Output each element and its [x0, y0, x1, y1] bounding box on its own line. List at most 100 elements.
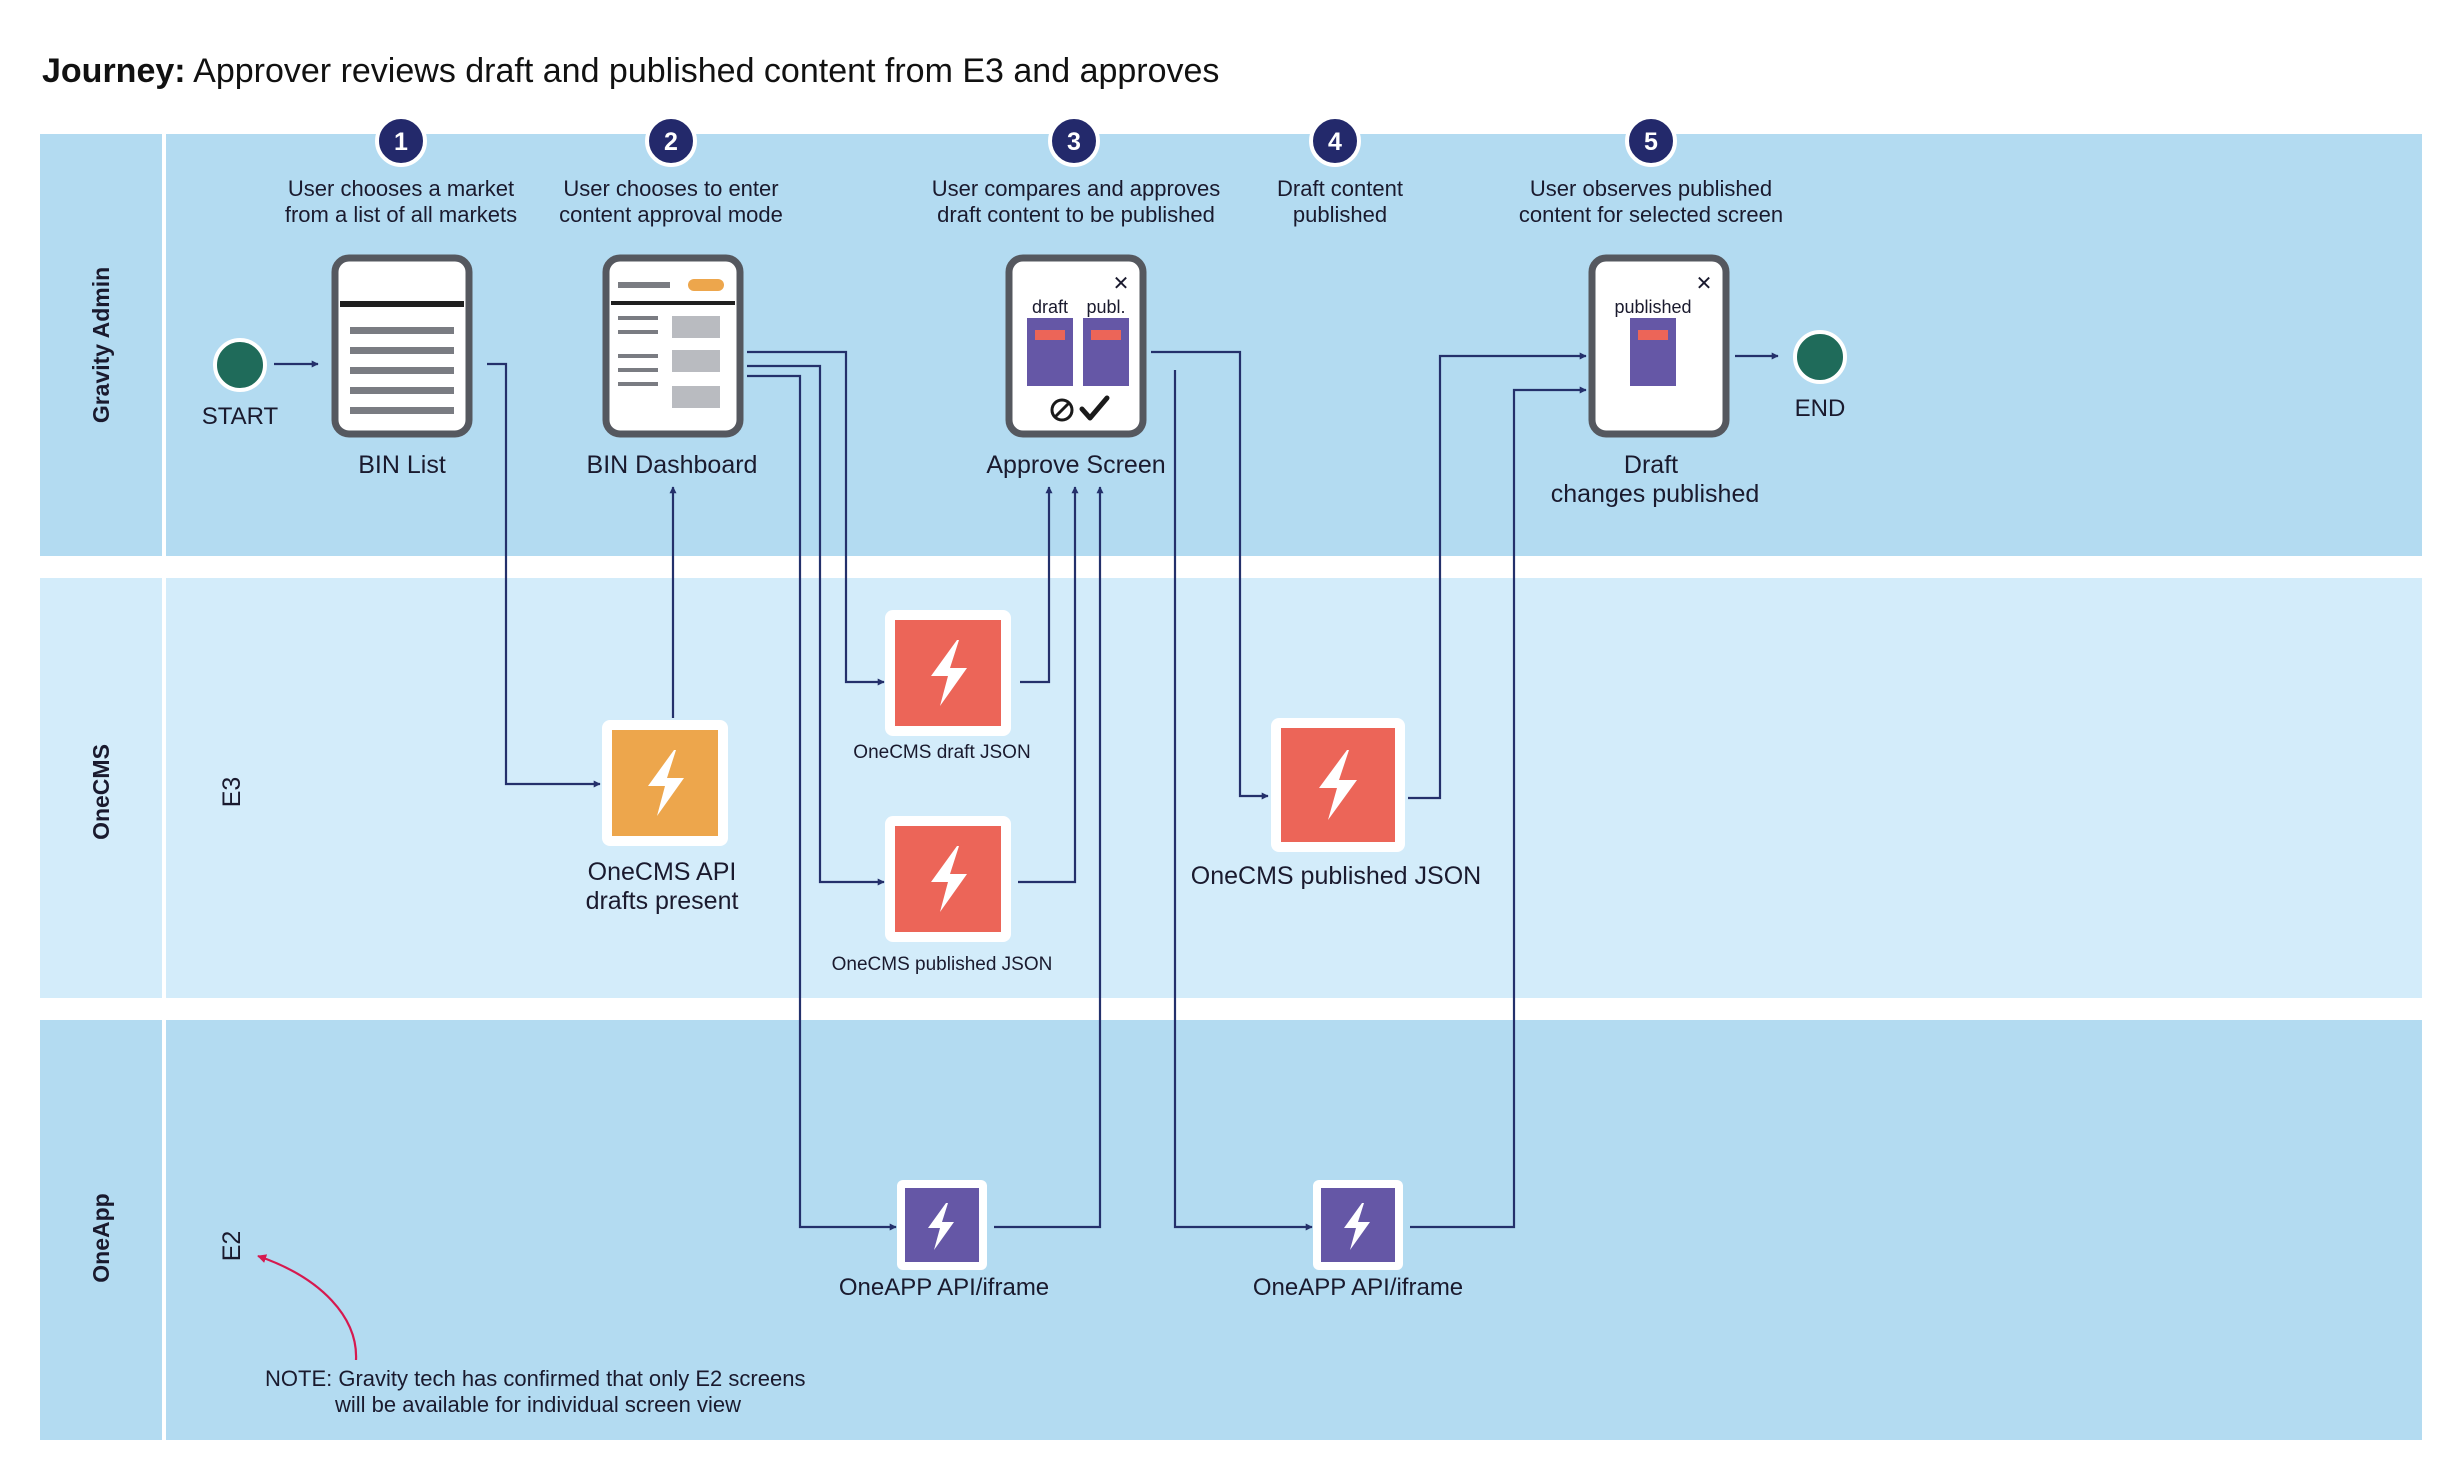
step-number: 4 [1328, 128, 1342, 156]
oneapp-api-1-label: OneAPP API/iframe [839, 1274, 1049, 1301]
approve-screen-label: Approve Screen [986, 451, 1165, 479]
step-circle [1625, 115, 1677, 167]
step-desc-line2: content for selected screen [1519, 202, 1783, 227]
page-title: Journey: Approver reviews draft and publ… [42, 52, 1219, 91]
published-screen-node[interactable]: ✕ published Draft changes published [1551, 254, 1760, 508]
flow-dashboard-to-published-json [747, 364, 885, 886]
published-json-small-label: OneCMS published JSON [832, 954, 1053, 975]
published-preview-highlight [1638, 330, 1668, 340]
api-drafts-node[interactable]: OneCMS API drafts present [586, 720, 739, 915]
flow-published-json-to-approve [1018, 486, 1079, 884]
list-line [350, 327, 454, 334]
start-node: START [202, 338, 279, 430]
dashboard-line [618, 354, 658, 358]
flow-approve-to-oneapp-2 [1173, 370, 1313, 1231]
list-line [350, 387, 454, 394]
lightning-icon [928, 1203, 954, 1250]
title-text: Approver reviews draft and published con… [193, 52, 1220, 90]
lane-label-oneapp: OneApp [88, 1193, 114, 1282]
flow-draft-json-to-approve [1020, 486, 1053, 684]
lightning-icon [648, 750, 684, 816]
lane-gravity-admin: Gravity Admin [40, 134, 2422, 556]
list-line [350, 407, 454, 414]
note-line2: will be available for individual screen … [334, 1392, 741, 1417]
lightning-icon [931, 640, 967, 706]
draft-preview-card [1027, 318, 1073, 386]
reject-icon[interactable] [1050, 398, 1074, 422]
published-preview-highlight [1091, 330, 1121, 340]
approve-screen-icon [1005, 254, 1147, 438]
step-1: 1 User chooses a market from a list of a… [285, 115, 517, 227]
lane-oneapp: OneApp E2 [40, 1020, 2422, 1440]
title-prefix: Journey: [42, 52, 186, 90]
approve-publ-label: publ. [1086, 297, 1125, 317]
dashboard-line [618, 382, 658, 386]
published-json-large-label: OneCMS published JSON [1191, 862, 1481, 890]
published-preview-card [1630, 318, 1676, 386]
step-circle [375, 115, 427, 167]
published-preview-card [1083, 318, 1129, 386]
step-desc-line2: content approval mode [559, 202, 783, 227]
step-circle [645, 115, 697, 167]
dashboard-block [672, 316, 720, 338]
bin-list-label: BIN List [358, 451, 446, 479]
dashboard-header-line [618, 282, 670, 288]
oneapp-api-1-node[interactable]: OneAPP API/iframe [839, 1180, 1049, 1301]
lane-label-onecms: OneCMS [88, 744, 114, 840]
dashboard-divider [611, 301, 735, 305]
approve-draft-label: draft [1032, 297, 1068, 317]
step-desc-line1: User chooses a market [288, 176, 514, 201]
published-close-icon[interactable]: ✕ [1696, 273, 1713, 295]
lane-header-gravity-admin [40, 134, 162, 556]
step-desc-line2: draft content to be published [937, 202, 1215, 227]
note-line1: NOTE: Gravity tech has confirmed that on… [265, 1366, 805, 1391]
lightning-icon [931, 846, 967, 912]
dashboard-block [672, 386, 720, 408]
bin-dashboard-node[interactable]: BIN Dashboard [587, 254, 758, 479]
step-2: 2 User chooses to enter content approval… [559, 115, 783, 227]
step-4: 4 Draft content published [1277, 115, 1403, 227]
published-screen-label: published [1614, 297, 1691, 317]
api-drafts-label-line1: OneCMS API [588, 858, 737, 886]
list-line [350, 367, 454, 374]
approve-check-icon[interactable] [1079, 395, 1110, 421]
dashboard-line [618, 316, 658, 320]
flow-published-json-to-final [1408, 352, 1587, 800]
end-node: END [1793, 330, 1847, 422]
step-number: 2 [664, 128, 678, 156]
published-json-small-node[interactable]: OneCMS published JSON [832, 816, 1053, 975]
step-desc-line2: from a list of all markets [285, 202, 517, 227]
lane-onecms: OneCMS E3 [40, 578, 2422, 998]
flow-oneapp-1-to-approve [994, 486, 1104, 1229]
bin-dashboard-label: BIN Dashboard [587, 451, 758, 479]
dashboard-line [618, 368, 658, 372]
step-desc-line1: User chooses to enter [563, 176, 778, 201]
list-line [350, 347, 454, 354]
step-5: 5 User observes published content for se… [1519, 115, 1783, 227]
published-json-large-node[interactable]: OneCMS published JSON [1191, 718, 1481, 890]
end-label: END [1795, 395, 1846, 422]
flow-connectors [274, 350, 1779, 1231]
dashboard-block [672, 350, 720, 372]
oneapp-api-2-label: OneAPP API/iframe [1253, 1274, 1463, 1301]
step-3: 3 User compares and approves draft conte… [932, 115, 1221, 227]
start-circle [213, 338, 267, 392]
approve-screen-node[interactable]: ✕ draft publ. Approve Screen [986, 254, 1166, 479]
note: NOTE: Gravity tech has confirmed that on… [257, 1254, 805, 1417]
lightning-icon [1344, 1203, 1370, 1250]
approve-close-icon[interactable]: ✕ [1113, 273, 1130, 295]
bin-list-node[interactable]: BIN List [331, 254, 473, 479]
step-desc-line1: User compares and approves [932, 176, 1221, 201]
oneapp-api-2-node[interactable]: OneAPP API/iframe [1253, 1180, 1463, 1301]
note-arrow [257, 1254, 358, 1361]
lane-header-onecms [40, 578, 162, 998]
step-number: 5 [1644, 128, 1658, 156]
flow-oneapp-2-to-final [1410, 386, 1587, 1229]
step-number: 1 [394, 128, 408, 156]
lane-body-oneapp [166, 1020, 2422, 1440]
step-number: 3 [1067, 128, 1081, 156]
step-desc-line2: published [1293, 202, 1387, 227]
end-circle [1793, 330, 1847, 384]
draft-json-node[interactable]: OneCMS draft JSON [853, 610, 1031, 763]
flow-bin-list-to-api-drafts [487, 362, 601, 788]
